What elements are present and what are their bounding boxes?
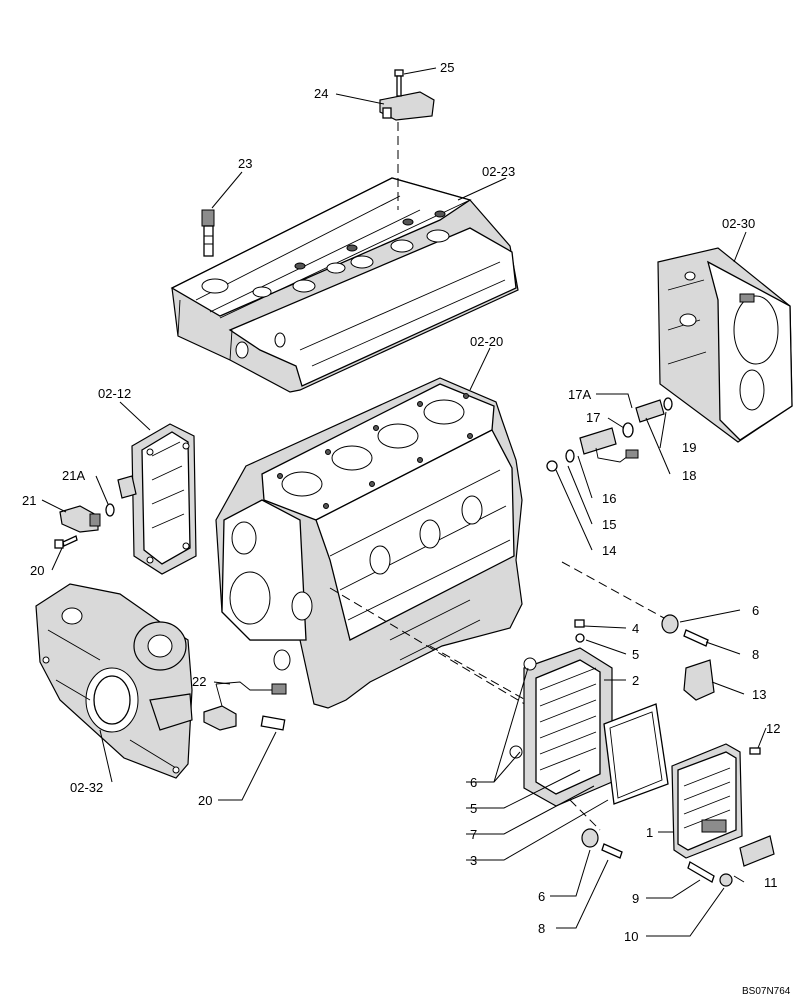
callout-25: 25 [440, 60, 454, 75]
callout-20-upper: 20 [30, 563, 44, 578]
callout-3: 3 [470, 853, 477, 868]
callout-8-upper: 8 [752, 647, 759, 662]
cylinder-head [170, 177, 519, 393]
callout-7: 7 [470, 827, 477, 842]
callout-20-lower: 20 [198, 793, 212, 808]
callout-23: 23 [238, 156, 252, 171]
callout-02-23: 02-23 [482, 164, 515, 179]
callout-02-30: 02-30 [722, 216, 755, 231]
callout-labels: 25 24 23 02-23 02-30 02-20 02-12 17A 17 … [22, 60, 780, 944]
callout-10: 10 [624, 929, 638, 944]
sensor-17-cluster [546, 397, 673, 472]
callout-14: 14 [602, 543, 616, 558]
callout-18: 18 [682, 468, 696, 483]
part-2-ecu-mounting-plate [509, 647, 613, 807]
callout-19: 19 [682, 440, 696, 455]
callout-17: 17 [586, 410, 600, 425]
part-11-cover [739, 835, 775, 867]
callout-12: 12 [766, 721, 780, 736]
part-10-nut [719, 873, 733, 887]
callout-17a: 17A [568, 387, 591, 402]
callout-6-upper: 6 [752, 603, 759, 618]
callout-6-left: 6 [470, 775, 477, 790]
part-21a-oring [105, 503, 115, 517]
ecu-bolts-8 [601, 629, 709, 859]
callout-6-lower: 6 [538, 889, 545, 904]
drawing-code: BS07N764 [742, 986, 791, 997]
callout-2: 2 [632, 673, 639, 688]
callout-02-20: 02-20 [470, 334, 503, 349]
callout-24: 24 [314, 86, 328, 101]
callout-9: 9 [632, 891, 639, 906]
engine-block [215, 377, 523, 709]
callout-02-32: 02-32 [70, 780, 103, 795]
callout-21a: 21A [62, 468, 85, 483]
callout-02-12: 02-12 [98, 386, 131, 401]
part-20-bolt-upper [54, 535, 78, 549]
part-1-ecu [671, 743, 743, 859]
part-23-sensor [201, 209, 215, 257]
ecu-spacers-6 [581, 614, 679, 848]
callout-22: 22 [192, 674, 206, 689]
part-12-screw [749, 747, 761, 755]
callout-1: 1 [646, 825, 653, 840]
part-4-bolt [574, 619, 585, 643]
part-22-speed-sensor [203, 681, 287, 731]
cover-port [117, 475, 137, 499]
part-13-connector [683, 659, 715, 701]
part-21-sensor [59, 505, 101, 533]
callout-13: 13 [752, 687, 766, 702]
oil-cooler-cover [131, 423, 197, 575]
callout-16: 16 [602, 491, 616, 506]
leader-lines [41, 67, 767, 937]
part-3-gasket [603, 703, 669, 805]
part-25-bolt [394, 69, 404, 97]
part-20-bolt-lower [260, 715, 286, 731]
timing-gear-cover [35, 583, 193, 779]
part-24-bracket [379, 91, 435, 121]
flywheel-housing [657, 247, 793, 443]
callout-5-upper: 5 [632, 647, 639, 662]
callout-8-lower: 8 [538, 921, 545, 936]
part-9-bolt [687, 861, 715, 883]
callout-4: 4 [632, 621, 639, 636]
callout-11: 11 [764, 875, 778, 890]
callout-15: 15 [602, 517, 616, 532]
callout-5-lower: 5 [470, 801, 477, 816]
callout-21: 21 [22, 493, 36, 508]
